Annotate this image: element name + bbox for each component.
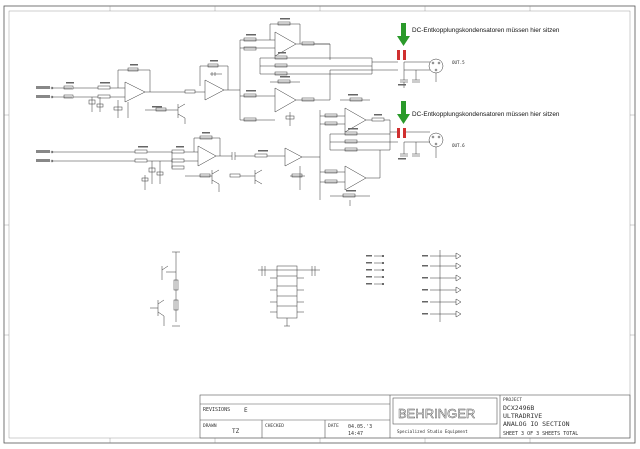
arrow-down-icon <box>397 101 410 124</box>
title-block <box>199 394 631 439</box>
power-ic-block <box>258 265 320 327</box>
project-label: PROJECT <box>503 397 522 403</box>
annotation-note-top: DC-Entkopplungskondensatoren müssen hier… <box>412 27 560 34</box>
brand-tagline: Specialized Studio Equipment <box>397 429 468 434</box>
capacitor-bottom-right <box>403 128 406 138</box>
connector-pin-column <box>366 254 385 286</box>
time-value: 14:47 <box>348 431 363 437</box>
project-line-1: DCX2496B <box>503 404 534 412</box>
revisions-label: REVISIONS <box>203 407 230 413</box>
sheet-info: SHEET 3 OF 3 SHEETS TOTAL <box>503 431 578 437</box>
component-designators <box>66 18 406 192</box>
sheet-border <box>3 5 636 444</box>
arrow-down-icon <box>397 23 410 46</box>
project-line-3: ANALOG IO SECTION <box>503 420 570 428</box>
buffer-array <box>422 250 462 322</box>
sheet-inner-border <box>8 10 631 439</box>
drawn-value: TZ <box>232 428 240 435</box>
brand-logo: BEHRINGER <box>398 406 475 421</box>
drawn-label: DRAWN <box>203 423 217 429</box>
input-pins <box>36 86 54 163</box>
upper-channel-circuit <box>52 21 444 126</box>
annotation-note-bottom: DC-Entkopplungskondensatoren müssen hier… <box>412 111 560 118</box>
annotation-arrows <box>397 23 410 124</box>
date-label: DATE <box>328 423 339 429</box>
project-line-2: ULTRADRIVE <box>503 412 542 420</box>
zone-ticks <box>4 6 635 443</box>
output-label-5: OUT.5 <box>452 60 465 65</box>
revisions-value: E <box>244 407 248 414</box>
capacitor-top-right <box>403 50 406 60</box>
output-label-6: OUT.6 <box>452 143 465 148</box>
capacitor-top-left <box>397 50 400 60</box>
decoupling-capacitors <box>397 50 406 138</box>
transistor-block <box>150 251 180 327</box>
date-value: 04.05.'3 <box>348 424 372 430</box>
capacitor-bottom-left <box>397 128 400 138</box>
lower-channel-circuit <box>52 97 444 206</box>
checked-label: CHECKED <box>265 423 284 429</box>
